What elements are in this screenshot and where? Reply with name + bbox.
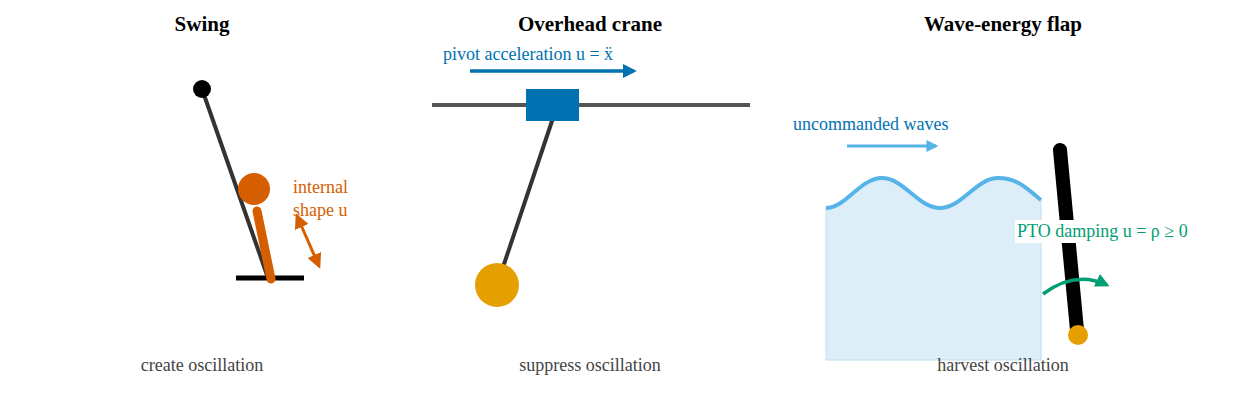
panel-title: Overhead crane bbox=[518, 11, 662, 37]
panel-title: Swing bbox=[175, 11, 230, 37]
annotation-label: internal shape u bbox=[293, 176, 373, 222]
crane-figure bbox=[432, 71, 750, 307]
annotation-label: pivot acceleration u = ẍ bbox=[443, 43, 613, 66]
panel-caption: suppress oscillation bbox=[519, 354, 661, 377]
panel-caption: harvest oscillation bbox=[937, 354, 1068, 377]
panel-title: Wave-energy flap bbox=[924, 11, 1082, 37]
annotation-label: uncommanded waves bbox=[793, 113, 948, 136]
annotation-label: PTO damping u = ρ ≥ 0 bbox=[1015, 220, 1190, 243]
panel-caption: create oscillation bbox=[141, 354, 263, 377]
flap-figure bbox=[826, 146, 1107, 360]
